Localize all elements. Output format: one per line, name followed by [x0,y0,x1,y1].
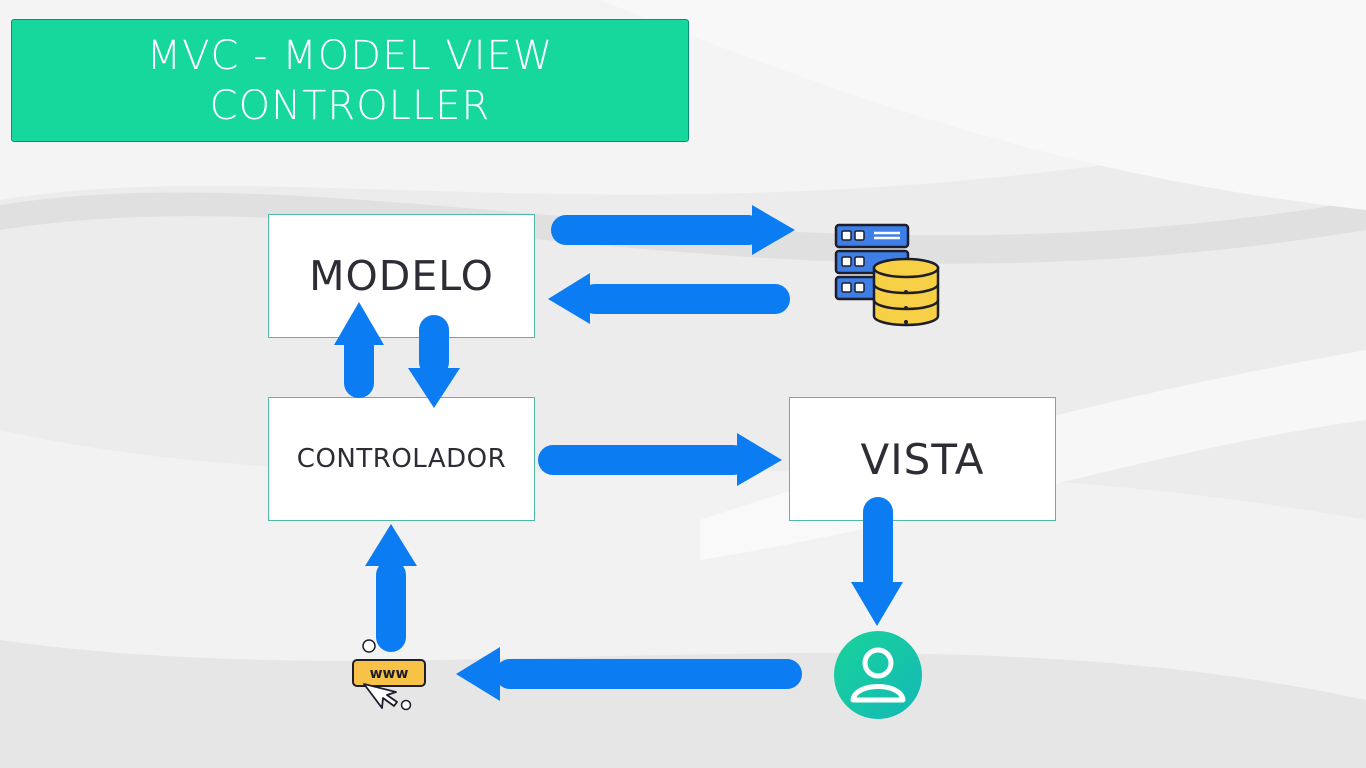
vista-label: VISTA [860,434,985,484]
controlador-box: CONTROLADOR [268,397,535,521]
www-browser-icon: www [352,639,426,711]
arrow-vista-to-user [851,497,903,626]
database-server-icon [834,223,940,327]
arrow-modelo-to-controlador [408,315,460,408]
arrow-web-to-controlador [365,524,417,652]
arrow-modelo-to-database [551,205,795,255]
modelo-box: MODELO [268,214,535,338]
title-text: MVC - MODEL VIEW CONTROLLER [146,32,554,129]
page-title: MVC - MODEL VIEW CONTROLLER [11,19,689,142]
arrow-user-to-web [456,647,802,701]
arrow-database-to-modelo [548,273,790,324]
modelo-label: MODELO [309,252,494,300]
vista-box: VISTA [789,397,1056,521]
arrow-controlador-to-modelo [334,302,384,398]
user-icon [834,631,922,719]
www-text: www [370,666,409,682]
arrow-controlador-to-vista [538,433,782,486]
controlador-label: CONTROLADOR [296,444,507,474]
